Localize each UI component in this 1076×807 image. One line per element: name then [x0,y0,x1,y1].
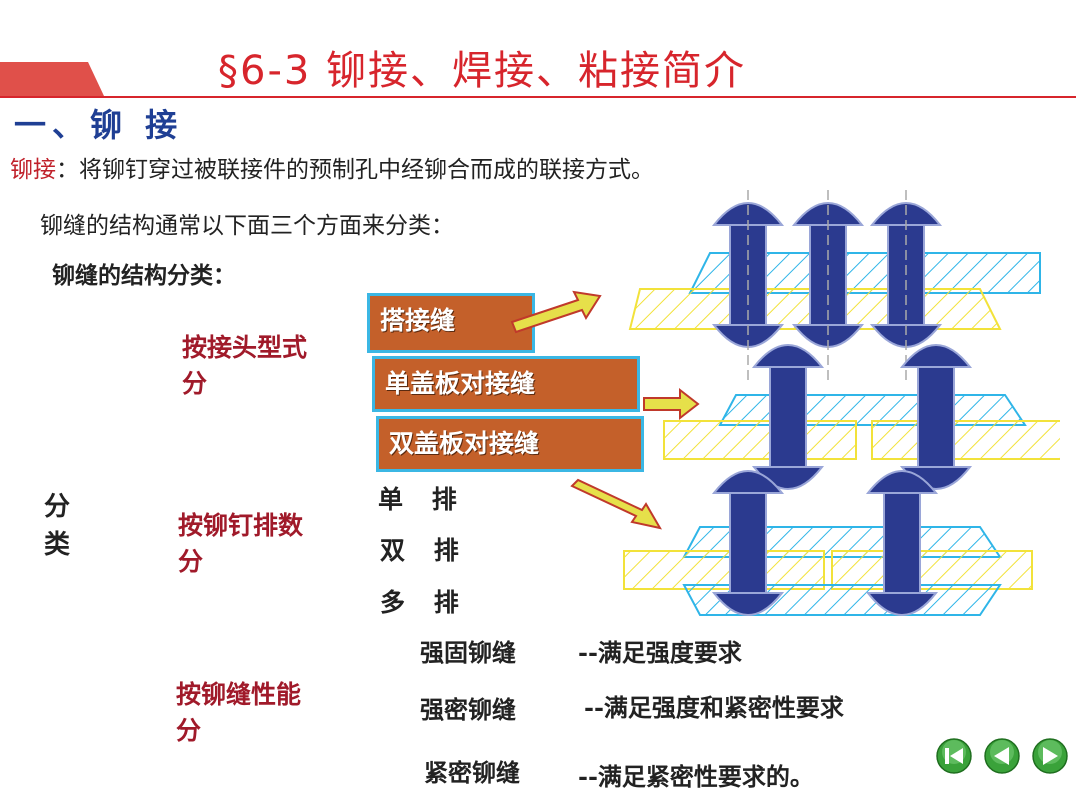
definition-text: ：将铆钉穿过被联接件的预制孔中经铆合而成的联接方式。 [56,157,654,183]
arrow-to-lap-joint [510,290,602,334]
rows-single: 单 排 [378,485,467,514]
definition: 铆接：将铆钉穿过被联接件的预制孔中经铆合而成的联接方式。 [10,150,654,184]
rivet-joint-diagram [623,190,1060,616]
classification-intro: 铆缝的结构通常以下面三个方面来分类： [40,213,454,239]
joint-type-single-strap: 单盖板对接缝 [372,356,640,412]
definition-term: 铆接 [10,157,56,183]
double-strap-joint-diagram [623,470,1033,616]
joint-type-lap: 搭接缝 [367,293,535,353]
section-heading: 一、铆 接 [14,106,184,144]
pointer-arrows [510,290,700,530]
perf-tight-name: 紧密铆缝 [424,758,520,787]
perf-strong-name: 强固铆缝 [420,638,516,667]
category-by-joint: 按接头型式分 [182,333,308,398]
perf-strong-tight-desc: --满足强度和紧密性要求 [584,693,844,722]
arrow-to-double-strap [570,478,663,530]
next-page-icon[interactable] [1032,738,1068,774]
category-side-label: 分类 [44,492,71,560]
page-title: §6-3 铆接、焊接、粘接简介 [218,48,747,94]
arrow-to-single-strap [643,387,700,421]
first-page-icon[interactable] [936,738,972,774]
category-by-performance: 按铆缝性能分 [176,680,302,745]
rows-double: 双 排 [380,536,469,565]
perf-strong-tight-name: 强密铆缝 [420,695,516,724]
classification-heading: 铆缝的结构分类： [52,262,236,289]
rows-multiple: 多 排 [380,588,469,617]
perf-tight-desc: --满足紧密性要求的。 [578,762,814,791]
previous-page-icon[interactable] [984,738,1020,774]
perf-strong-desc: --满足强度要求 [578,638,742,667]
category-by-rows: 按铆钉排数分 [178,511,304,576]
joint-type-double-strap: 双盖板对接缝 [376,416,644,472]
title-underline-bar [0,62,1076,98]
lap-joint-diagram [628,190,1041,385]
single-strap-joint-diagram [663,344,1060,490]
